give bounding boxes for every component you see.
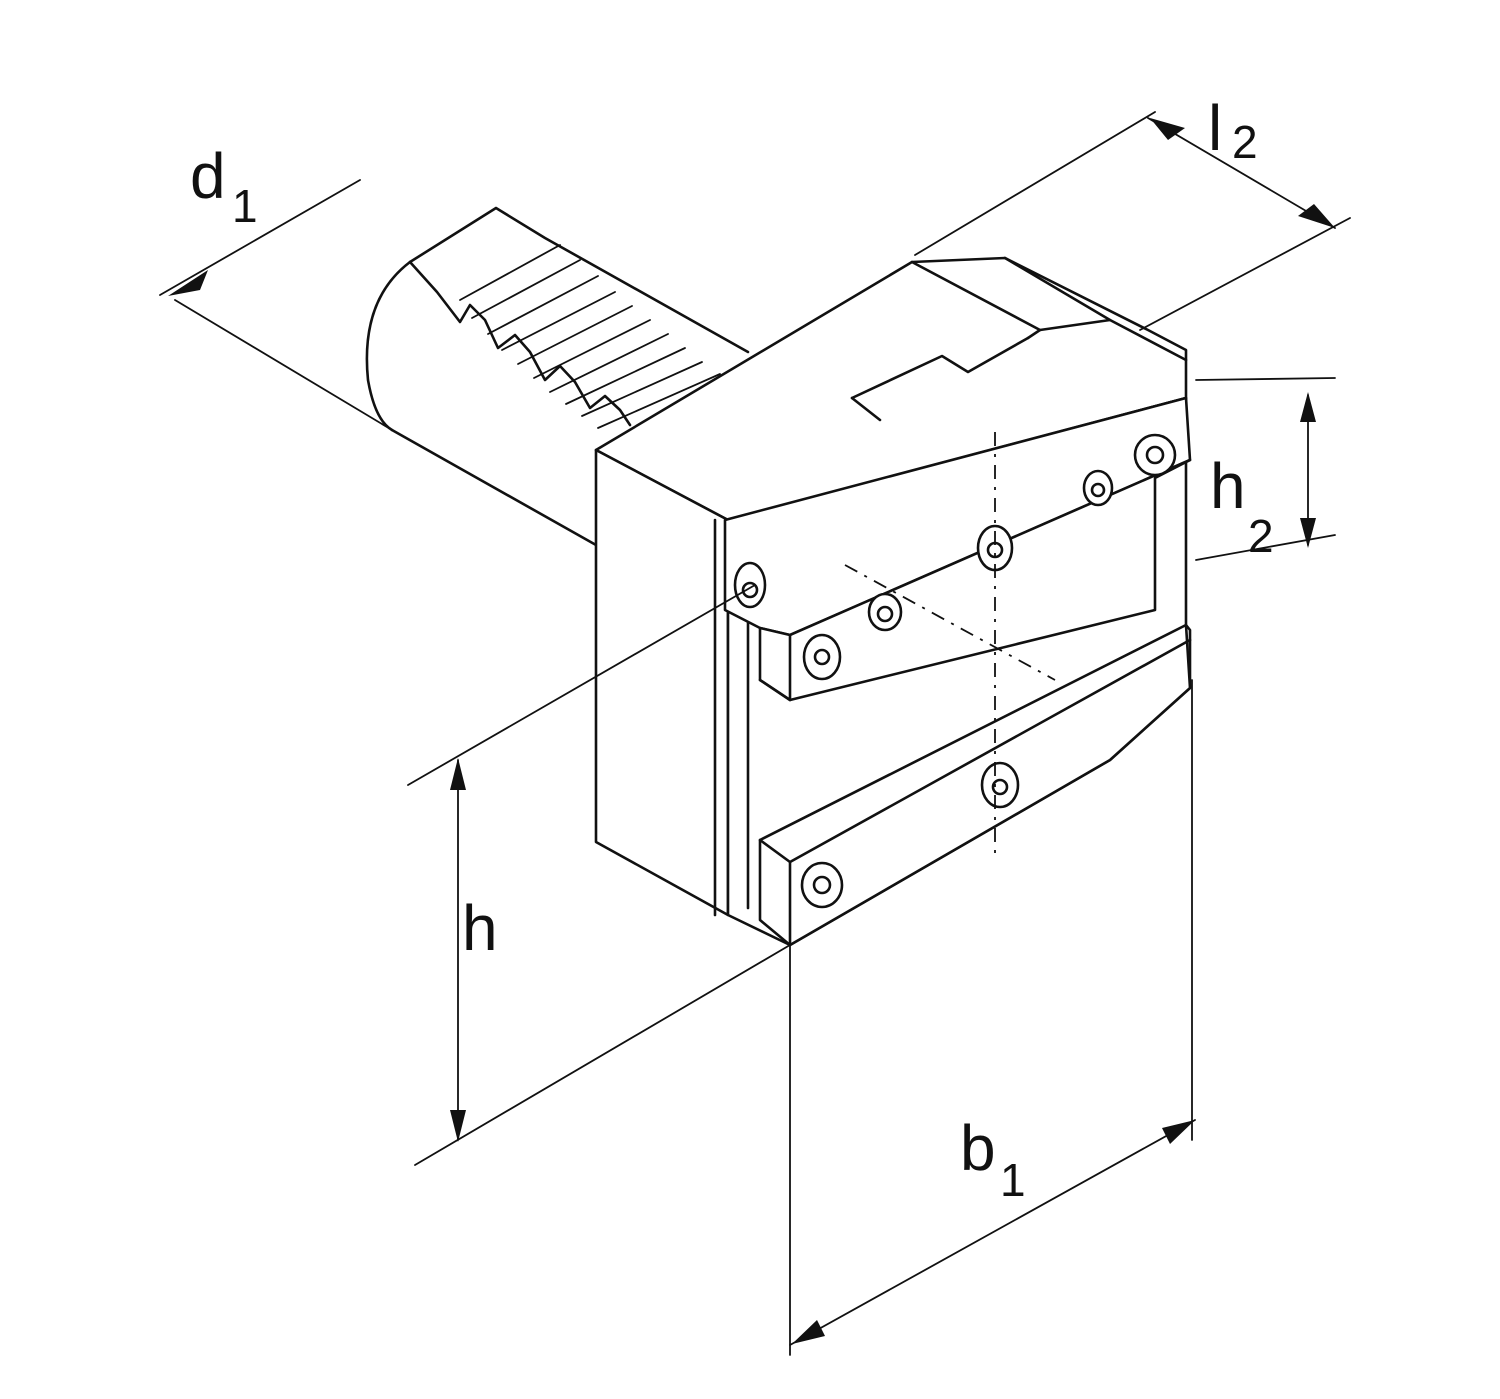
label-l2: l 2	[1208, 92, 1258, 168]
shank-serrations	[459, 244, 721, 429]
screw-upper-4	[1082, 469, 1114, 507]
arrowheads	[168, 118, 1335, 1344]
screws	[733, 433, 1177, 909]
label-l2-sub: 2	[1232, 116, 1258, 168]
label-h: h	[462, 892, 498, 964]
label-b1: b 1	[960, 1112, 1026, 1206]
label-h2: h 2	[1210, 450, 1274, 562]
label-d1-main: d	[190, 140, 226, 212]
label-d1-sub: 1	[232, 180, 258, 232]
shank	[365, 206, 750, 547]
screw-upper-1	[802, 633, 842, 681]
dimension-lines	[159, 111, 1351, 1356]
screw-left-side	[733, 561, 767, 609]
upper-clamp-bar	[723, 396, 1192, 702]
lower-clamp-bar	[758, 623, 1192, 947]
label-d1: d 1	[190, 140, 258, 232]
centre-lines	[844, 432, 1056, 860]
label-h2-main: h	[1210, 450, 1246, 522]
label-l2-main: l	[1208, 92, 1222, 164]
label-h-main: h	[462, 892, 498, 964]
screw-lower-2	[800, 861, 844, 909]
screw-lower-1	[980, 761, 1020, 809]
label-b1-sub: 1	[1000, 1154, 1026, 1206]
label-b1-main: b	[960, 1112, 996, 1184]
label-h2-sub: 2	[1248, 510, 1274, 562]
screw-upper-2	[867, 592, 903, 632]
screw-upper-5	[1133, 433, 1177, 477]
